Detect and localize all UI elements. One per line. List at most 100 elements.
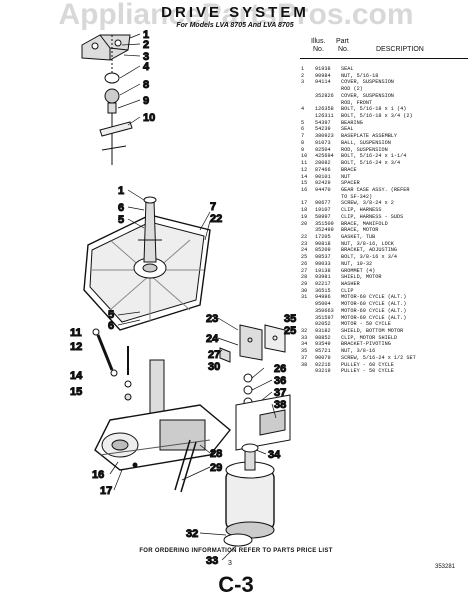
parts-illus-no: 30: [301, 287, 308, 294]
parts-description: ROD (2): [341, 86, 363, 93]
header-part-no: No.: [338, 46, 349, 53]
parts-description: NUT, 5/16-18: [341, 72, 379, 79]
leader-lines: [109, 33, 277, 561]
callout-4: 4: [143, 61, 150, 73]
callout-3: 3: [143, 51, 149, 63]
callout-1: 1: [143, 29, 149, 41]
parts-description: MOTOR-60 CYCLE (ALT.): [341, 307, 407, 314]
callout-8: 8: [143, 79, 149, 91]
callout-32: 32: [186, 528, 198, 540]
parts-illus-no: 26: [301, 260, 308, 267]
doc-number: 353281: [435, 564, 456, 570]
gear-case-drawing: [94, 359, 231, 471]
parts-part-no: 93981: [315, 274, 331, 281]
callout-11: 11: [70, 327, 82, 339]
parts-part-no: 58997: [315, 213, 331, 220]
parts-illus-no: 7: [301, 133, 305, 140]
parts-part-no: 93219: [315, 368, 331, 375]
parts-part-no: 91073: [315, 139, 331, 146]
callout-38: 38: [274, 399, 286, 411]
parts-illus-no: 17: [301, 200, 308, 207]
parts-illus-no: 5: [301, 119, 305, 126]
parts-description: MOTOR-60 CYCLE (ALT.): [341, 314, 407, 321]
callout-6b: 6: [108, 320, 114, 332]
parts-part-no: 19138: [315, 267, 331, 274]
parts-part-no: 54397: [315, 119, 331, 126]
watermark: AppliancePartsPros.com: [58, 0, 414, 31]
callout-14: 14: [70, 370, 83, 382]
baseplate-drawing: [83, 196, 211, 331]
parts-description: ROD, FRONT: [341, 99, 373, 106]
parts-illus-no: 27: [301, 267, 308, 274]
parts-description: SEAL: [341, 66, 354, 72]
callout-30: 30: [208, 361, 220, 373]
parts-part-no: 36515: [315, 287, 331, 294]
parts-part-no: 94470: [315, 186, 331, 193]
parts-description: WASHER: [341, 281, 360, 287]
parts-illus-no: 29: [301, 281, 308, 287]
motor-bracket-drawing: [219, 324, 291, 451]
header-no: No.: [313, 46, 324, 53]
parts-part-no: 19107: [315, 207, 331, 214]
parts-description: SCREW, 3/8-24 x 2: [341, 200, 394, 207]
callout-5: 5: [118, 214, 124, 226]
callout-9: 9: [143, 95, 149, 107]
parts-description: BRACKET, ADJUSTING: [341, 247, 398, 254]
ordering-note: FOR ORDERING INFORMATION REFER TO PARTS …: [139, 548, 333, 554]
callout-17: 17: [100, 485, 112, 497]
parts-illus-no: 22: [301, 233, 308, 240]
parts-description: BALL, SUSPENSION: [341, 139, 391, 146]
parts-illus-no: 11: [301, 160, 308, 167]
parts-description: CLIP: [341, 287, 354, 294]
parts-illus-no: 14: [301, 173, 308, 180]
parts-part-no: 91938: [315, 66, 331, 72]
parts-description: BOLT, 5/16-24 x 3/4: [341, 160, 401, 167]
parts-illus-no: 38: [301, 361, 308, 368]
parts-description: GEAR CASE ASSY. (REFER: [341, 186, 410, 193]
parts-illus-no: 34: [301, 341, 308, 348]
parts-part-no: 90818: [315, 240, 331, 247]
parts-description: GASKET, TUB: [341, 233, 376, 240]
parts-description: BRACE, MOTOR: [341, 227, 379, 234]
suspension-bracket-drawing: [81, 34, 133, 165]
parts-illus-no: 9: [301, 146, 305, 153]
page-number: 3: [228, 560, 232, 567]
page-code: C-3: [218, 572, 254, 597]
callout-10: 10: [143, 112, 155, 124]
parts-illus-no: 18: [301, 207, 308, 214]
parts-illus-no: 28: [301, 274, 308, 281]
parts-part-no: 380923: [315, 133, 334, 140]
parts-illus-no: 37: [301, 354, 308, 361]
parts-part-no: 126358: [315, 106, 334, 113]
parts-illus-no: 33: [301, 334, 308, 341]
page-subtitle: For Models LVA 8705 And LVA 8705: [176, 22, 294, 29]
callout-12: 12: [70, 341, 82, 353]
callout-27: 27: [208, 349, 220, 361]
parts-description: SEAL: [341, 126, 354, 133]
parts-illus-no: 32: [301, 328, 308, 335]
parts-description: ROD, SUSPENSION: [341, 146, 388, 153]
header-illus: Illus.: [311, 38, 326, 45]
parts-description: BOLT, 3/8-16 x 3/4: [341, 254, 398, 261]
